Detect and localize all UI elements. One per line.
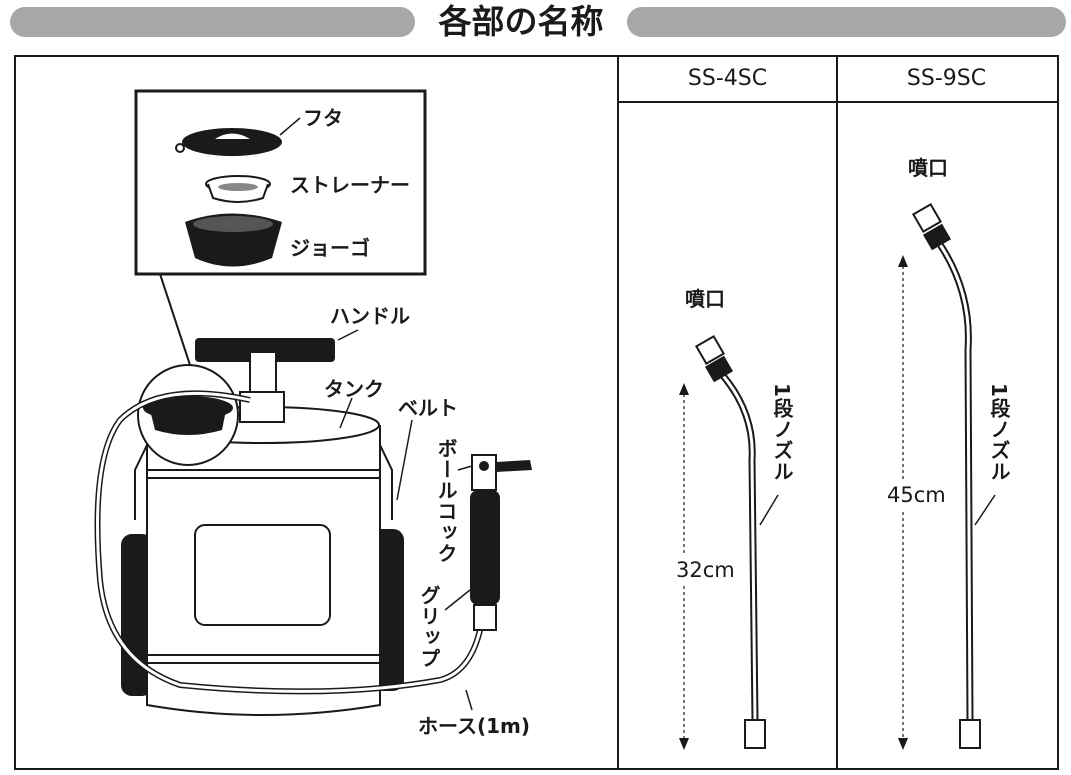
label-funnel: ジョーゴ bbox=[290, 236, 370, 260]
label-lid: フタ bbox=[303, 106, 343, 130]
lid-icon bbox=[175, 128, 282, 156]
label-grip: グリップ bbox=[417, 585, 441, 669]
title-bar-left bbox=[10, 7, 415, 37]
label-ball-cock: ボールコック bbox=[434, 438, 458, 564]
model-ss-9sc: SS-9SC bbox=[906, 66, 987, 91]
title-bar-right bbox=[627, 7, 1066, 37]
nozzle-4sc-icon bbox=[694, 334, 766, 749]
label-strainer: ストレーナー bbox=[290, 173, 410, 197]
label-hose: ホース(1m) bbox=[418, 714, 531, 738]
label-nozzle-9sc: 1段ノズル bbox=[987, 383, 1011, 482]
diagram-frame bbox=[14, 55, 1059, 770]
divider bbox=[836, 55, 838, 768]
strainer-icon bbox=[205, 175, 271, 203]
label-tip-9sc: 噴口 bbox=[908, 156, 948, 180]
label-nozzle-4sc: 1段ノズル bbox=[770, 383, 794, 482]
ball-cock-icon bbox=[471, 454, 532, 491]
nozzle-9sc-icon bbox=[911, 202, 981, 749]
inset-box bbox=[134, 89, 427, 276]
label-handle: ハンドル bbox=[330, 304, 410, 328]
funnel-icon bbox=[185, 213, 282, 267]
length-9sc: 45cm bbox=[887, 481, 946, 509]
length-4sc: 32cm bbox=[676, 556, 735, 584]
label-tip-4sc: 噴口 bbox=[685, 287, 725, 311]
header-divider bbox=[617, 101, 1057, 103]
model-ss-4sc: SS-4SC bbox=[687, 66, 768, 91]
label-tank: タンク bbox=[324, 377, 384, 401]
grip-icon bbox=[470, 490, 500, 631]
label-belt: ベルト bbox=[398, 396, 458, 420]
divider bbox=[617, 55, 619, 768]
page-title: 各部の名称 bbox=[438, 2, 604, 41]
